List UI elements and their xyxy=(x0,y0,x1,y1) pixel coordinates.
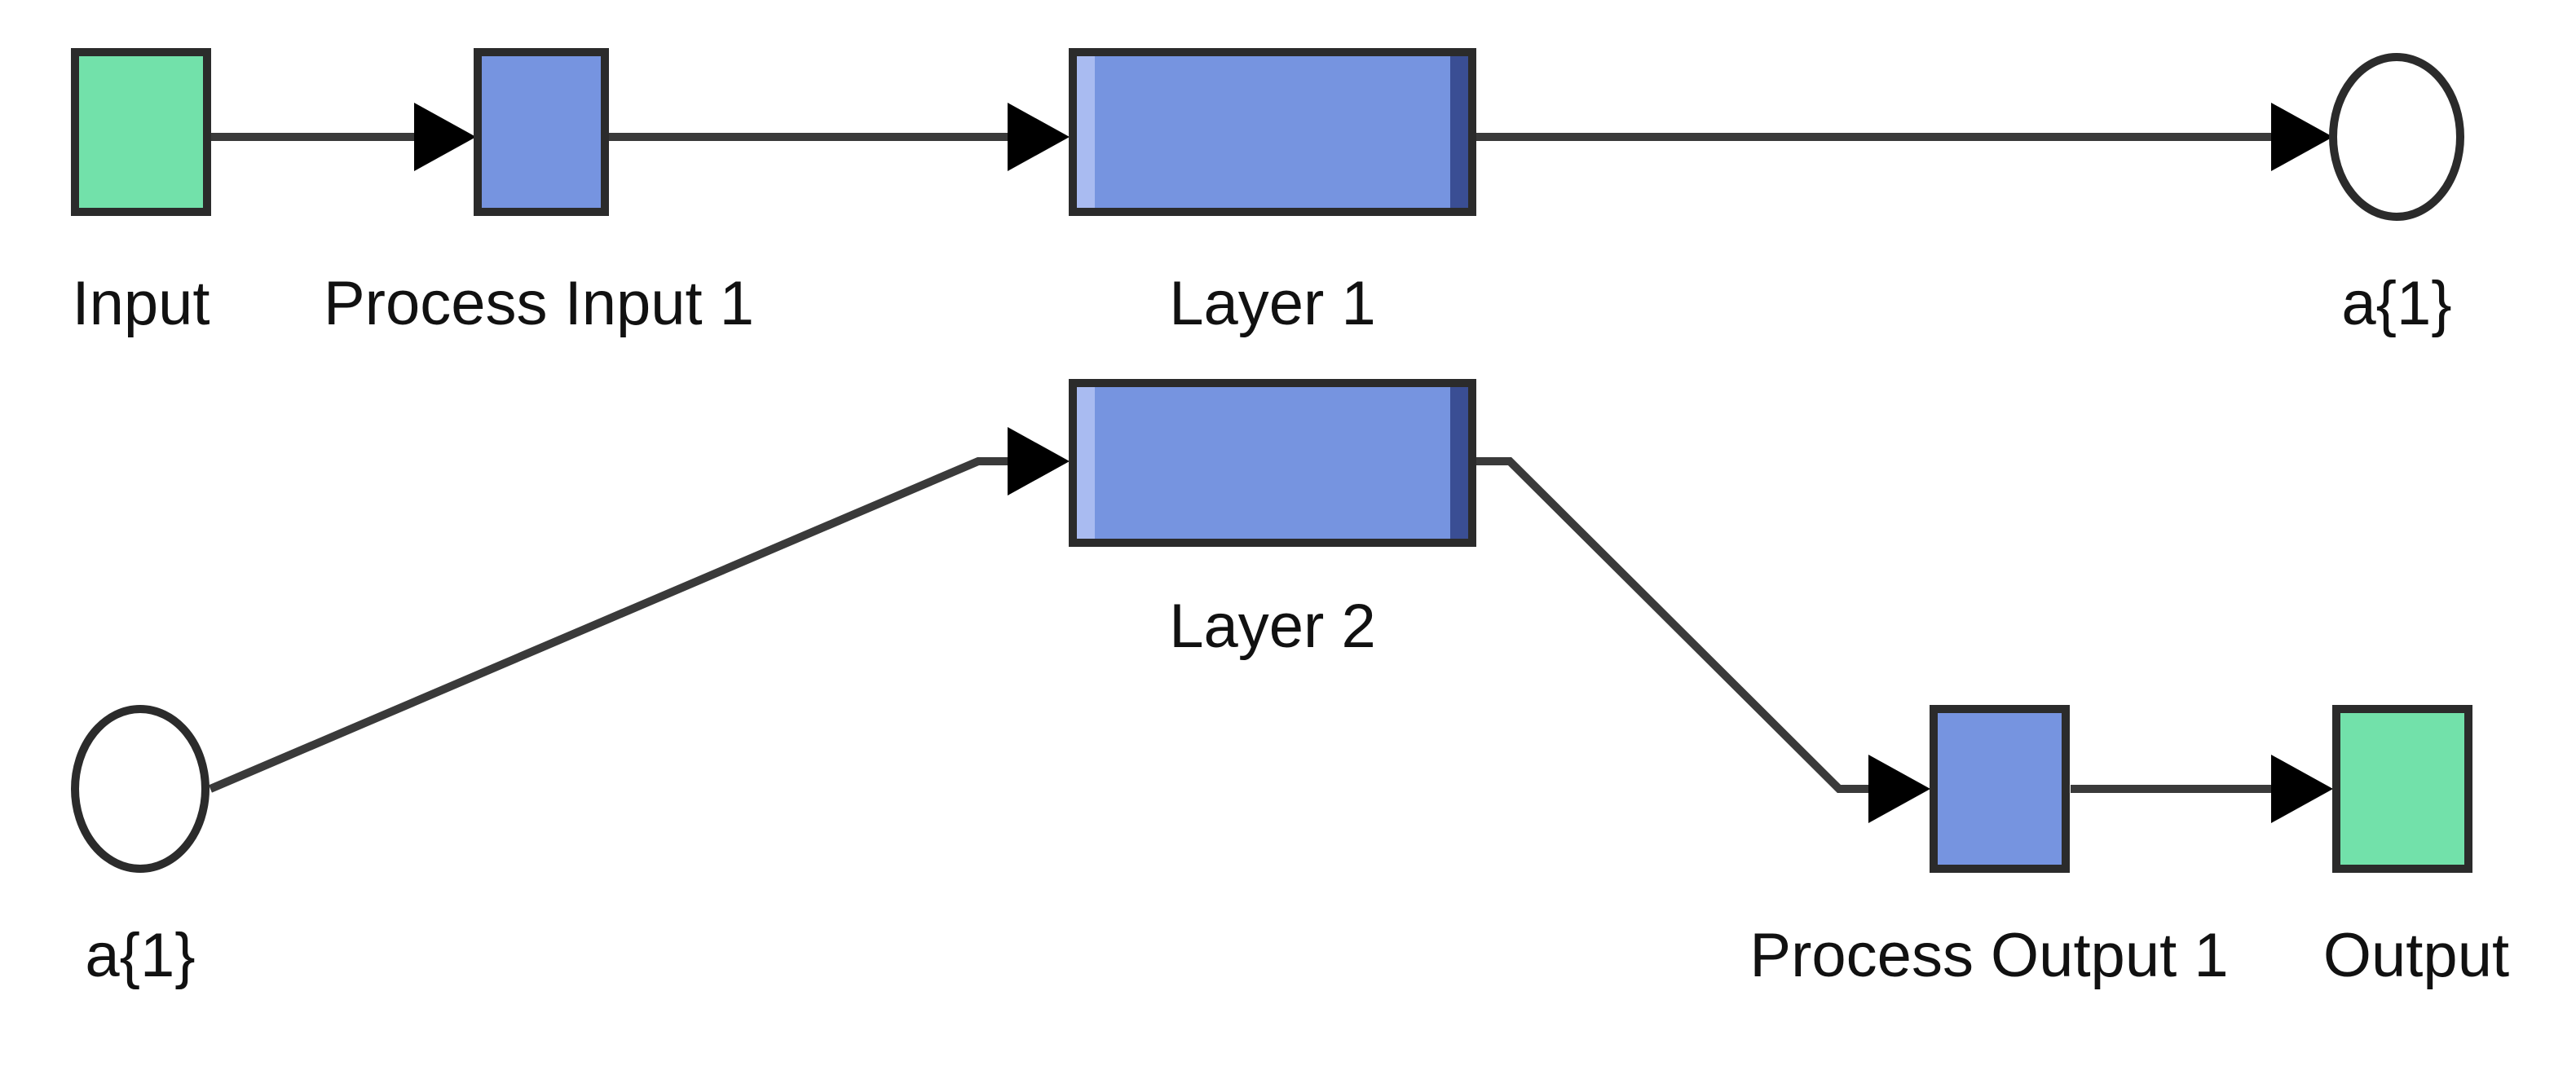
arrow-into-output xyxy=(2271,755,2333,823)
connector-layer2-to-process-output xyxy=(1475,457,1875,793)
output-label: Output xyxy=(2323,921,2509,990)
a1-output-label: a{1} xyxy=(2341,269,2451,338)
process-output-block[interactable] xyxy=(1930,705,2070,873)
layer1-label: Layer 1 xyxy=(1169,269,1376,338)
process-input-label: Process Input 1 xyxy=(324,269,754,338)
a1-input-label: a{1} xyxy=(85,921,195,990)
output-block[interactable] xyxy=(2332,705,2472,873)
layer1-block[interactable] xyxy=(1069,48,1476,216)
a1-output-terminal[interactable] xyxy=(2329,53,2464,221)
layer2-label: Layer 2 xyxy=(1169,592,1376,661)
arrow-into-process-input xyxy=(414,103,476,171)
a1-input-terminal[interactable] xyxy=(71,705,210,873)
arrow-into-a1-output xyxy=(2271,103,2333,171)
arrow-into-layer1 xyxy=(1008,103,1070,171)
arrow-into-layer2 xyxy=(1008,427,1070,495)
process-output-label: Process Output 1 xyxy=(1749,921,2228,990)
arrow-into-process-output xyxy=(1868,755,1930,823)
process-input-block[interactable] xyxy=(474,48,609,216)
connector-a1-to-layer2 xyxy=(209,457,1019,793)
layer2-block[interactable] xyxy=(1069,379,1476,547)
input-block[interactable] xyxy=(71,48,211,216)
input-label: Input xyxy=(72,269,210,338)
